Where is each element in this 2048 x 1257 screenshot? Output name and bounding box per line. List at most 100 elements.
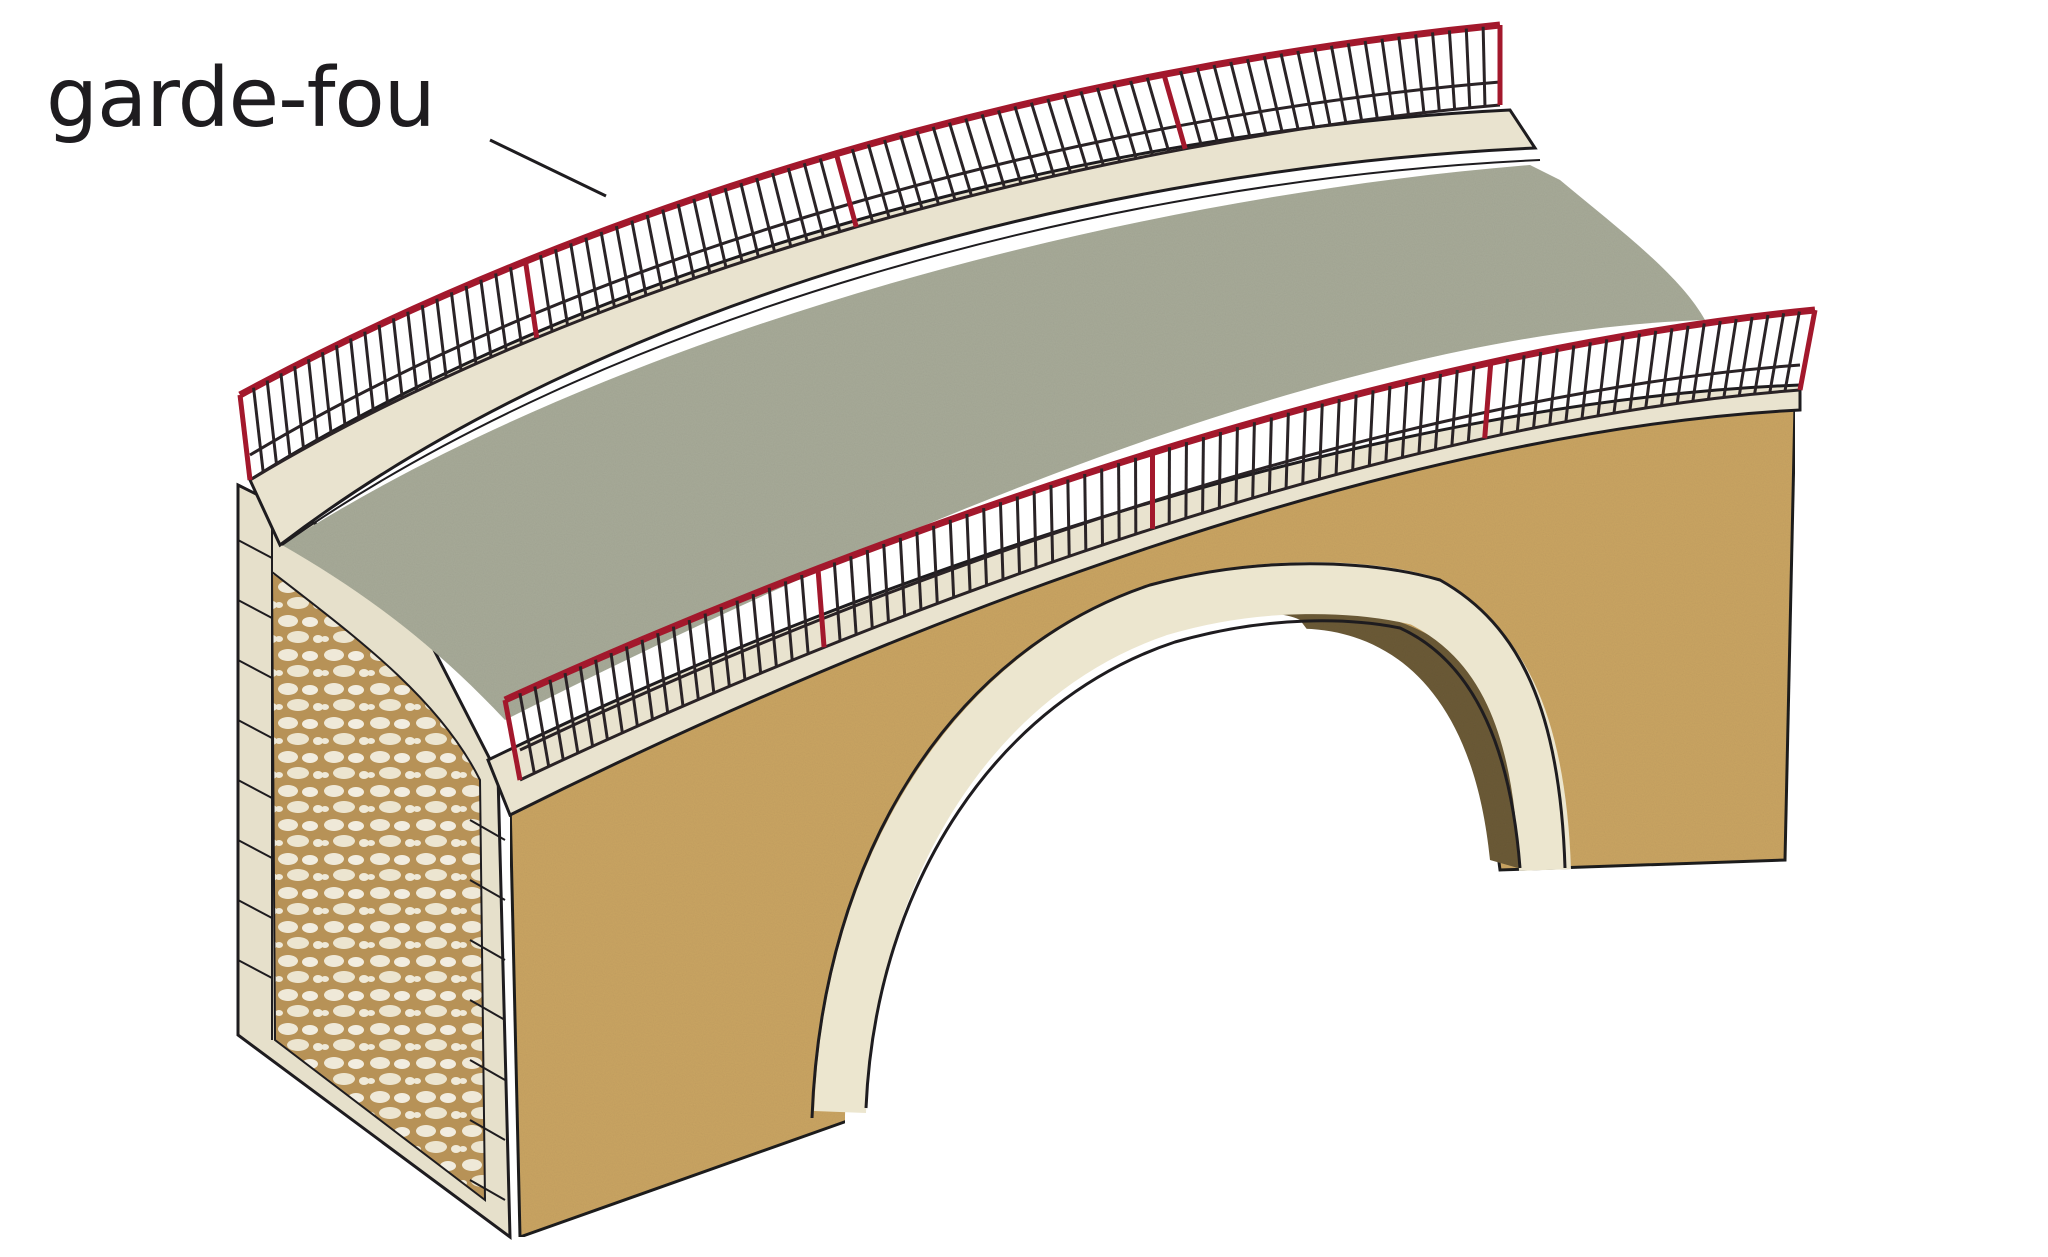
baluster [1129, 80, 1154, 156]
baluster [630, 220, 648, 296]
baluster [883, 139, 908, 214]
baluster [833, 153, 859, 228]
baluster [866, 144, 891, 218]
baluster [1234, 427, 1239, 503]
baluster [377, 324, 390, 406]
baluster [609, 652, 624, 734]
baluster [1466, 366, 1476, 443]
baluster [1464, 28, 1472, 108]
baluster [735, 600, 747, 680]
baluster [1384, 385, 1392, 462]
baluster [1046, 98, 1072, 173]
baluster [1301, 408, 1307, 484]
baluster [767, 587, 778, 667]
baluster [703, 613, 716, 694]
baluster [849, 556, 858, 635]
baluster [915, 130, 940, 205]
baluster [1184, 442, 1188, 519]
baluster [335, 345, 347, 427]
baluster [1267, 417, 1273, 494]
baluster [1737, 316, 1754, 396]
baluster [1481, 26, 1487, 107]
arch [810, 562, 1850, 1257]
baluster [449, 292, 463, 371]
baluster [755, 177, 777, 252]
baluster [1313, 48, 1332, 126]
baluster [391, 318, 404, 399]
baluster [279, 373, 292, 457]
baluster [1431, 32, 1441, 112]
baluster [1447, 30, 1457, 110]
baluster [1112, 83, 1138, 159]
baluster [1414, 34, 1426, 113]
baluster [1499, 358, 1509, 435]
baluster [479, 279, 493, 358]
baluster [800, 574, 810, 654]
baluster [1515, 355, 1526, 432]
end-wall [236, 482, 512, 1241]
baluster [1279, 53, 1300, 130]
baluster [1095, 87, 1122, 163]
baluster [1753, 314, 1770, 395]
baluster [771, 172, 793, 247]
baluster [1083, 473, 1088, 551]
baluster [1029, 102, 1056, 177]
baluster [1251, 422, 1256, 499]
baluster [932, 525, 939, 604]
label-garde-fou: garde-fou [46, 51, 436, 146]
baluster [1262, 55, 1284, 133]
baluster [320, 352, 333, 435]
baluster [965, 513, 972, 592]
baluster [1564, 345, 1576, 422]
baluster [1644, 330, 1658, 409]
leader-line [489, 138, 607, 198]
baluster [915, 531, 923, 610]
baluster [802, 162, 825, 237]
baluster [1015, 496, 1022, 574]
baluster [751, 594, 763, 674]
baluster [882, 543, 890, 623]
baluster [692, 198, 712, 274]
baluster [1066, 479, 1071, 557]
baluster [964, 118, 990, 193]
baluster [832, 562, 842, 642]
baluster [1482, 362, 1494, 439]
baluster [614, 225, 632, 302]
baluster [265, 380, 279, 465]
baluster [1722, 318, 1738, 398]
baluster [349, 338, 361, 420]
baluster [1195, 67, 1220, 144]
baluster [548, 679, 565, 761]
baluster [293, 366, 306, 450]
baluster [1212, 64, 1236, 141]
baluster [739, 182, 760, 258]
baluster [1400, 381, 1409, 458]
baluster [1797, 309, 1818, 391]
baluster [1217, 432, 1222, 508]
baluster [815, 568, 827, 648]
baluster [1334, 398, 1341, 475]
baluster [569, 243, 585, 320]
baluster [1329, 45, 1348, 123]
baluster [1161, 73, 1188, 150]
baluster [624, 646, 639, 727]
baluster [1246, 58, 1268, 135]
baluster [1580, 342, 1592, 419]
baluster [1548, 348, 1559, 425]
baluster [676, 203, 696, 279]
baluster [783, 581, 794, 661]
baluster [554, 249, 570, 326]
baluster [1660, 328, 1674, 406]
baluster [1417, 377, 1426, 454]
baluster [850, 148, 875, 223]
baluster [307, 359, 319, 442]
baluster [1612, 336, 1625, 414]
baluster [1317, 403, 1324, 480]
baluster [1049, 485, 1055, 563]
baluster [1229, 61, 1252, 138]
baluster [1100, 468, 1104, 546]
baluster [723, 187, 744, 263]
baluster [661, 209, 680, 285]
